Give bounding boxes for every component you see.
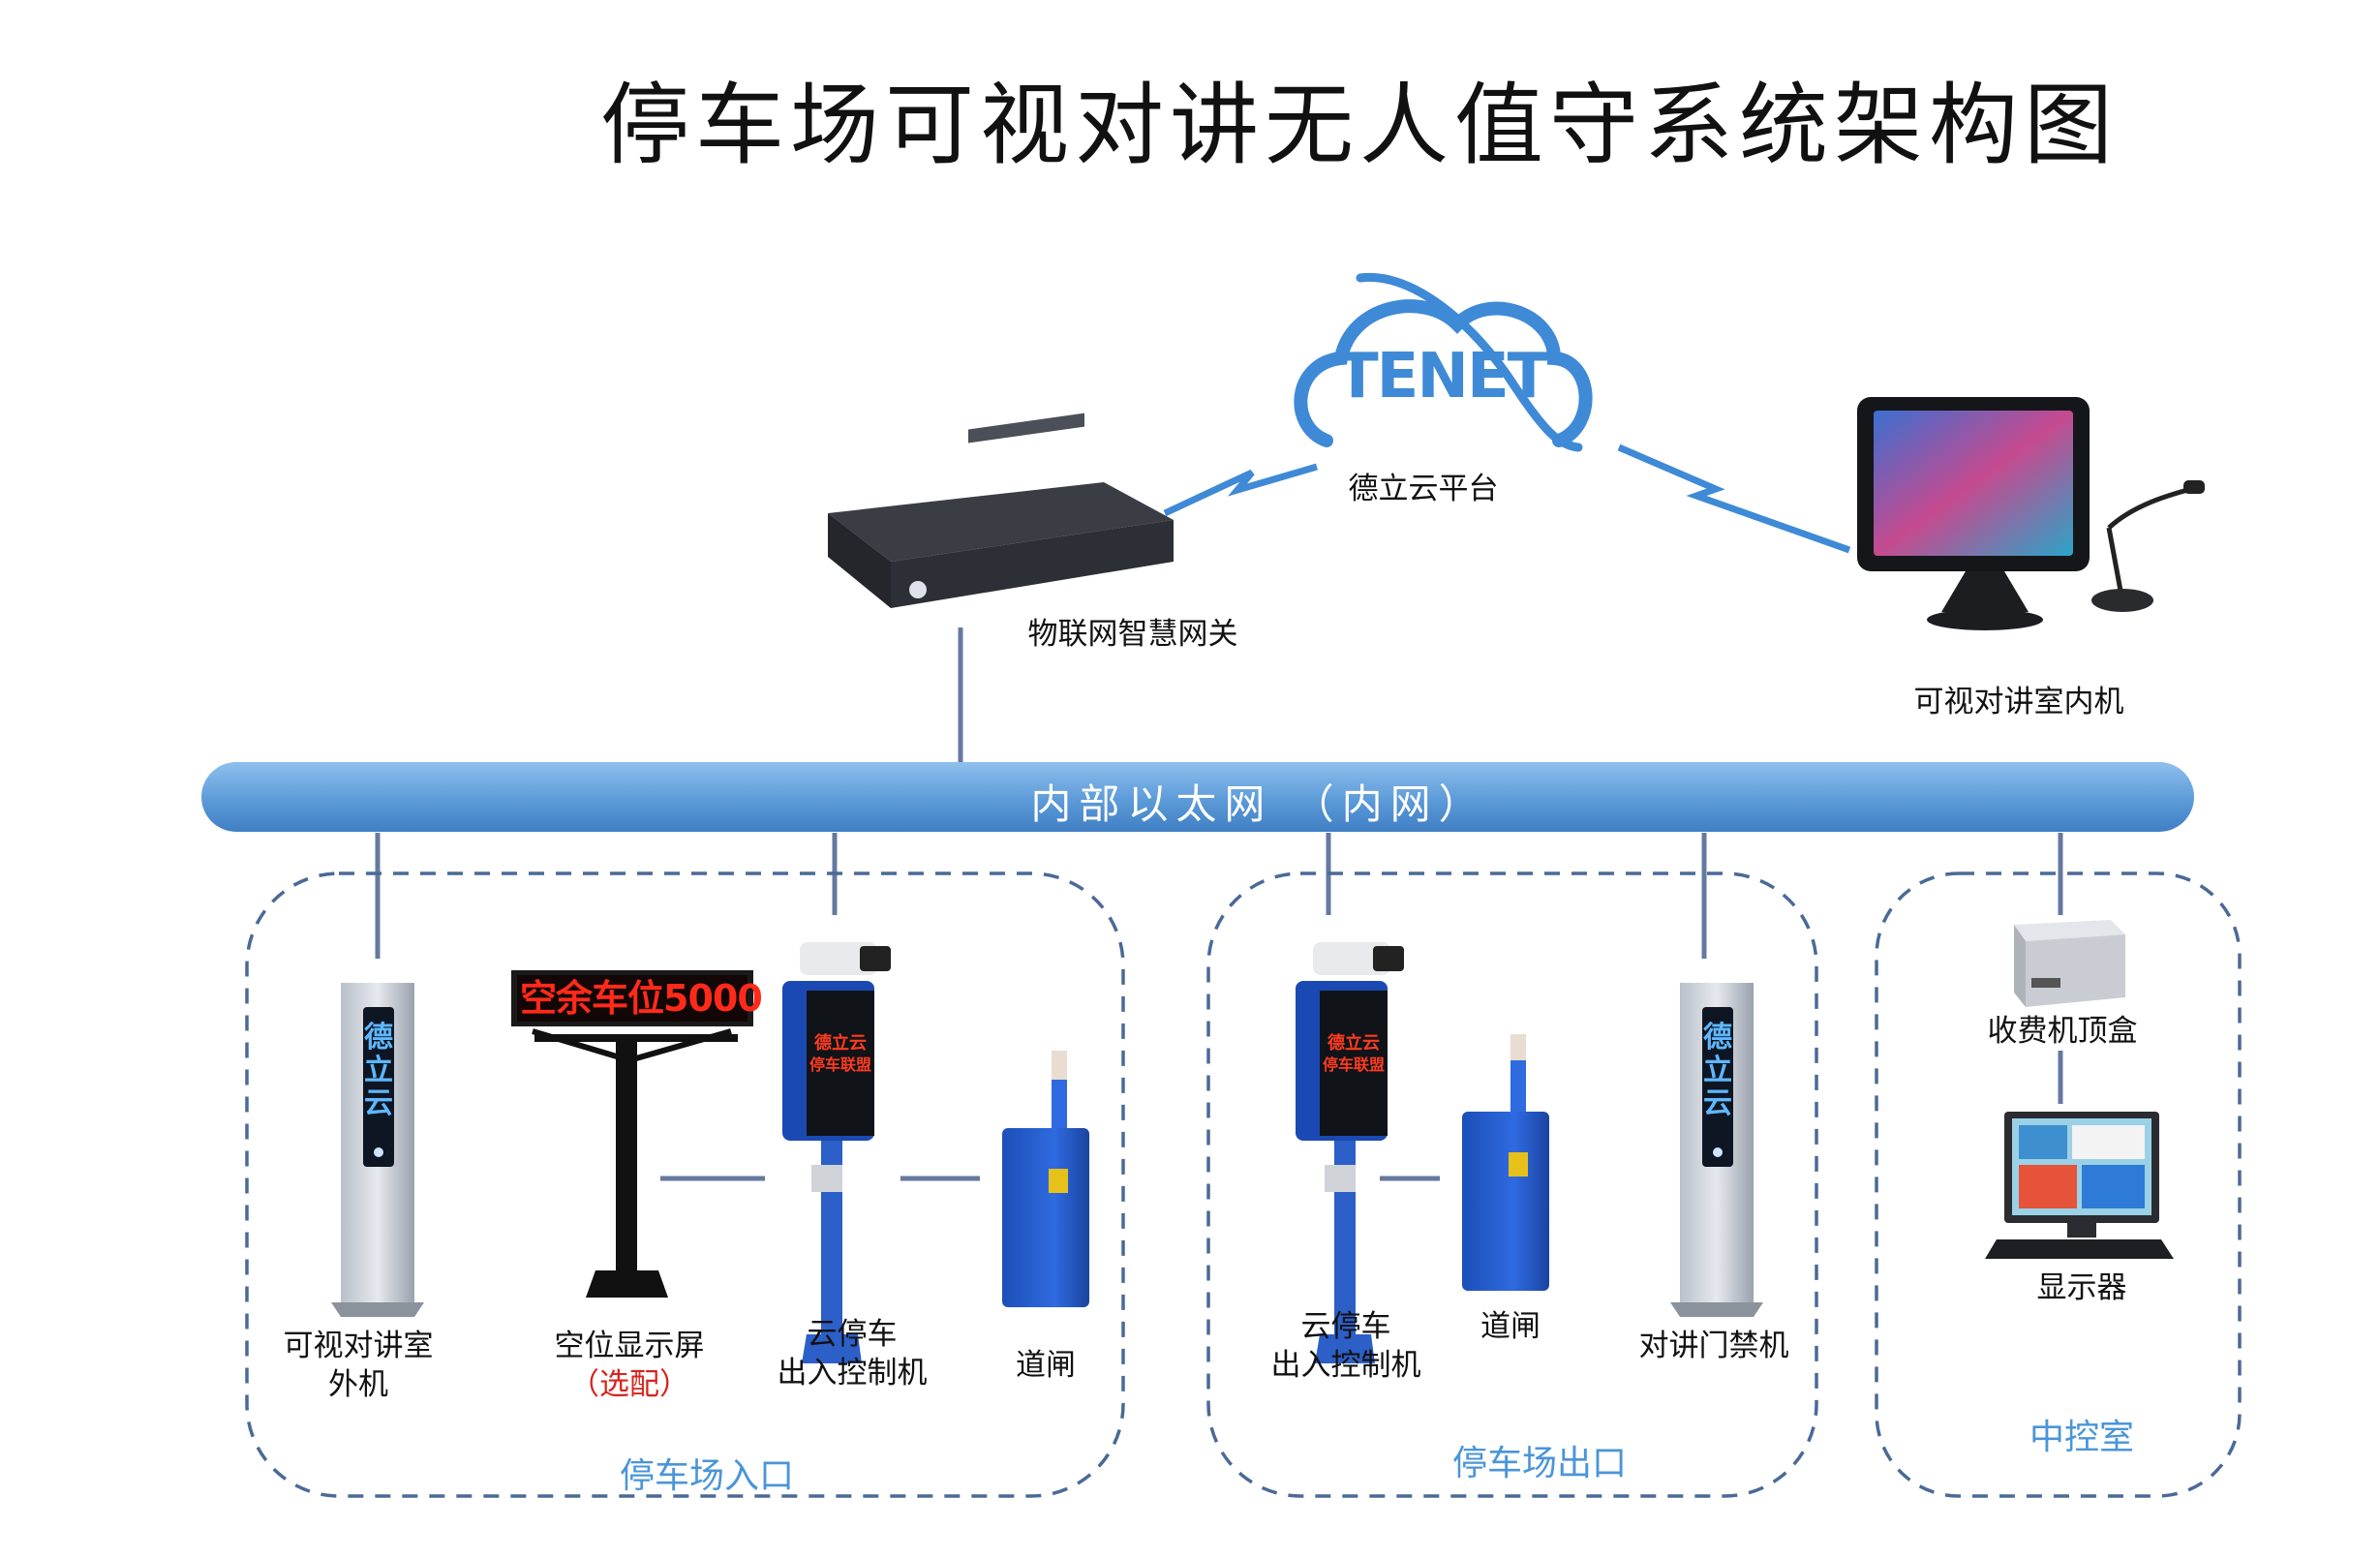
space-display-optional-note: （选配）: [569, 1367, 689, 1402]
gateway-device-icon: [828, 413, 1174, 608]
wireless-link-gateway-icon: [1163, 463, 1318, 517]
zone-entrance-label: 停车场入口: [619, 1456, 794, 1496]
zone-entrance-border: [245, 871, 1125, 1498]
outdoor-intercom-unit-icon: [331, 983, 424, 1317]
outdoor-panel-char-2: 立: [364, 1054, 393, 1087]
access-control-post-icon: [1670, 983, 1763, 1317]
led-space-display-icon: [511, 970, 753, 1298]
svg-text:德立云: 德立云: [814, 1032, 867, 1054]
exit-controller-icon: 德立云 停车联盟: [1296, 942, 1404, 1363]
exit-barrier-icon: [1462, 1034, 1549, 1291]
settop-box-label: 收费机顶盒: [1987, 1014, 2138, 1049]
outdoor-panel-char-1: 德: [364, 1021, 393, 1055]
entrance-barrier-label: 道闸: [1016, 1348, 1076, 1383]
entrance-barrier-icon: [1002, 1051, 1089, 1307]
ethernet-bus: [201, 762, 2194, 832]
cloud-logo-text: TENET: [1336, 341, 1549, 413]
zone-borders: [245, 871, 2242, 1498]
cloud-platform-label: 德立云平台: [1348, 472, 1499, 506]
svg-text:停车联盟: 停车联盟: [809, 1055, 871, 1074]
ethernet-bus-label: 内部以太网 （内网）: [1030, 780, 1487, 828]
svg-text:德立云: 德立云: [1327, 1032, 1380, 1054]
connector-lines: [375, 627, 2063, 1181]
exit-barrier-label: 道闸: [1480, 1309, 1541, 1344]
zone-exit-border: [1206, 871, 1818, 1498]
display-label: 显示器: [2036, 1270, 2127, 1305]
svg-text:停车联盟: 停车联盟: [1323, 1055, 1385, 1074]
gateway-label: 物联网智慧网关: [1027, 617, 1238, 652]
access-panel-char-2: 立: [1703, 1054, 1732, 1087]
zone-exit-label: 停车场出口: [1451, 1444, 1627, 1483]
access-panel-char-3: 云: [1703, 1086, 1732, 1120]
cloud-icon: [1294, 272, 1593, 452]
exit-controller-label-line2: 出入控制机: [1270, 1348, 1421, 1383]
outdoor-unit-label-line1: 可视对讲室: [283, 1329, 434, 1363]
access-control-label: 对讲门禁机: [1638, 1329, 1789, 1363]
entrance-controller-label-line2: 出入控制机: [777, 1356, 928, 1391]
exit-controller-label-line1: 云停车: [1300, 1309, 1391, 1344]
indoor-unit-label: 可视对讲室内机: [1913, 685, 2124, 719]
entrance-controller-icon: 德立云 停车联盟: [782, 942, 891, 1363]
access-panel-char-1: 德: [1703, 1021, 1732, 1055]
wireless-link-indoor-icon: [1617, 443, 1851, 554]
page-title: 停车场可视对讲无人值守系统架构图: [600, 74, 2120, 177]
space-display-label: 空位显示屏: [554, 1329, 705, 1363]
monitor-with-microphone-icon: [1857, 397, 2205, 630]
outdoor-unit-label-line2: 外机: [328, 1367, 388, 1402]
zone-control-room-label: 中控室: [2029, 1418, 2134, 1457]
display-monitor-icon: [1985, 1112, 2174, 1259]
zone-control-room-border: [1875, 871, 2242, 1498]
outdoor-panel-char-3: 云: [364, 1086, 393, 1120]
led-display-text: 空余车位5000: [520, 977, 763, 1020]
entrance-controller-label-line1: 云停车: [807, 1317, 898, 1352]
settop-box-icon: [2014, 920, 2125, 1007]
